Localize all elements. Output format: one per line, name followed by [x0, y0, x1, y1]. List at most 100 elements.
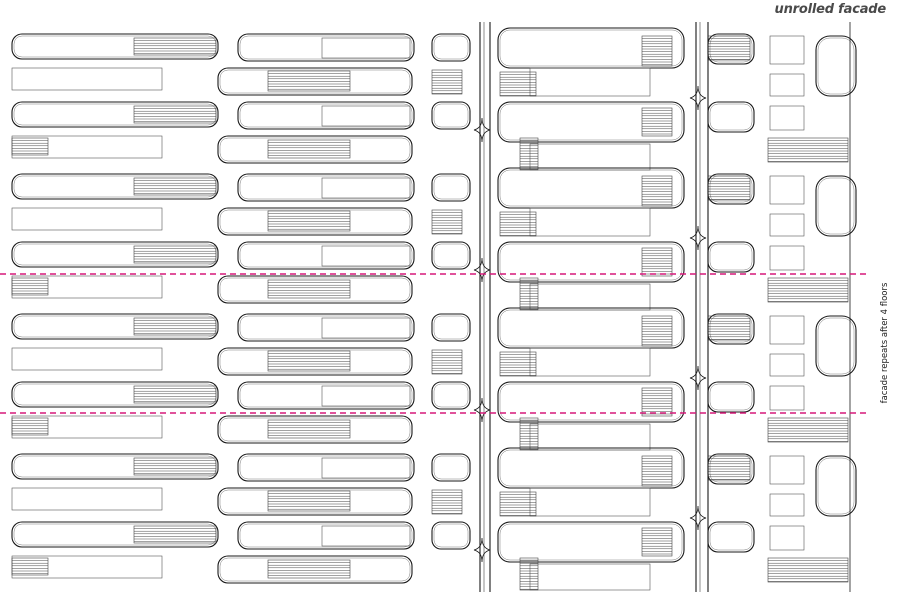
- balcony-slab: [237, 241, 415, 270]
- hatched-panel: [431, 209, 463, 235]
- hatched-panel: [267, 210, 351, 232]
- window-panel: [321, 317, 411, 339]
- hatched-panel: [267, 419, 351, 439]
- column-node-icon: [689, 505, 707, 531]
- hatched-panel: [267, 279, 351, 299]
- hatched-panel: [707, 315, 751, 341]
- hatched-panel: [267, 490, 351, 512]
- balcony-slab: [11, 241, 219, 268]
- diagram-title: unrolled facade: [774, 2, 887, 17]
- hatched-panel: [707, 175, 751, 201]
- balcony-slab: [431, 521, 471, 550]
- balcony-slab: [431, 241, 471, 270]
- balcony-slab: [217, 207, 413, 236]
- hatched-panel: [11, 557, 49, 576]
- window-panel: [11, 347, 163, 371]
- window-panel: [529, 563, 651, 591]
- hatched-panel: [267, 139, 351, 159]
- hatched-panel: [641, 455, 673, 487]
- balcony-slab: [431, 453, 471, 482]
- window-panel: [529, 283, 651, 311]
- column-node-icon: [473, 257, 491, 283]
- hatched-panel: [641, 107, 673, 137]
- balcony-slab: [11, 453, 219, 480]
- hatched-panel: [499, 491, 537, 517]
- balcony-slab: [815, 175, 857, 237]
- window-panel: [321, 385, 411, 407]
- floor-cycle: [11, 167, 857, 311]
- hatched-panel: [133, 105, 217, 124]
- window-panel: [769, 73, 805, 97]
- window-panel: [769, 353, 805, 377]
- window-panel: [769, 455, 805, 485]
- window-panel: [529, 207, 651, 237]
- hatched-panel: [499, 211, 537, 237]
- balcony-slab: [497, 101, 685, 143]
- balcony-slab: [815, 315, 857, 377]
- balcony-slab: [217, 275, 413, 304]
- hatched-panel: [133, 37, 217, 56]
- balcony-slab: [707, 101, 755, 133]
- window-panel: [769, 493, 805, 517]
- window-panel: [11, 67, 163, 91]
- column-node-icon: [473, 537, 491, 563]
- balcony-slab: [431, 101, 471, 130]
- window-panel: [529, 143, 651, 171]
- repeat-note: facade repeats after 4 floors: [880, 282, 890, 404]
- hatched-panel: [133, 177, 217, 196]
- hatched-panel: [519, 137, 539, 171]
- balcony-slab: [11, 101, 219, 128]
- balcony-slab: [815, 35, 857, 97]
- balcony-slab: [11, 33, 219, 60]
- hatched-panel: [767, 417, 849, 443]
- window-panel: [321, 177, 411, 199]
- window-panel: [769, 105, 805, 131]
- balcony-slab: [217, 415, 413, 444]
- hatched-panel: [431, 69, 463, 95]
- floor-cycle: [11, 447, 857, 591]
- balcony-slab: [237, 101, 415, 130]
- hatched-panel: [133, 245, 217, 264]
- balcony-slab: [237, 381, 415, 410]
- balcony-slab: [11, 521, 219, 548]
- hatched-panel: [519, 557, 539, 591]
- floor-cycle: [11, 307, 857, 451]
- balcony-slab: [707, 241, 755, 273]
- hatched-panel: [641, 35, 673, 67]
- balcony-slab: [217, 347, 413, 376]
- hatched-panel: [519, 417, 539, 451]
- hatched-panel: [11, 417, 49, 436]
- window-panel: [11, 207, 163, 231]
- window-panel: [321, 105, 411, 127]
- balcony-slab: [431, 313, 471, 342]
- balcony-slab: [217, 555, 413, 584]
- balcony-slab: [497, 381, 685, 423]
- window-panel: [321, 37, 411, 59]
- hatched-panel: [133, 457, 217, 476]
- balcony-slab: [237, 313, 415, 342]
- window-panel: [529, 487, 651, 517]
- hatched-panel: [641, 387, 673, 417]
- balcony-slab: [707, 381, 755, 413]
- window-panel: [321, 525, 411, 547]
- hatched-panel: [499, 71, 537, 97]
- hatched-panel: [767, 277, 849, 303]
- repeat-markers: [0, 273, 868, 414]
- window-panel: [529, 423, 651, 451]
- column-node-icon: [689, 85, 707, 111]
- hatched-panel: [431, 489, 463, 515]
- balcony-slab: [11, 173, 219, 200]
- hatched-panel: [133, 317, 217, 336]
- window-panel: [769, 385, 805, 411]
- hatched-panel: [133, 525, 217, 544]
- balcony-slab: [497, 521, 685, 563]
- hatched-panel: [767, 137, 849, 163]
- window-panel: [769, 245, 805, 271]
- hatched-panel: [641, 315, 673, 347]
- window-panel: [11, 487, 163, 511]
- hatched-panel: [707, 455, 751, 481]
- balcony-slab: [497, 241, 685, 283]
- window-panel: [321, 457, 411, 479]
- balcony-slab: [431, 33, 471, 62]
- balcony-slab: [217, 67, 413, 96]
